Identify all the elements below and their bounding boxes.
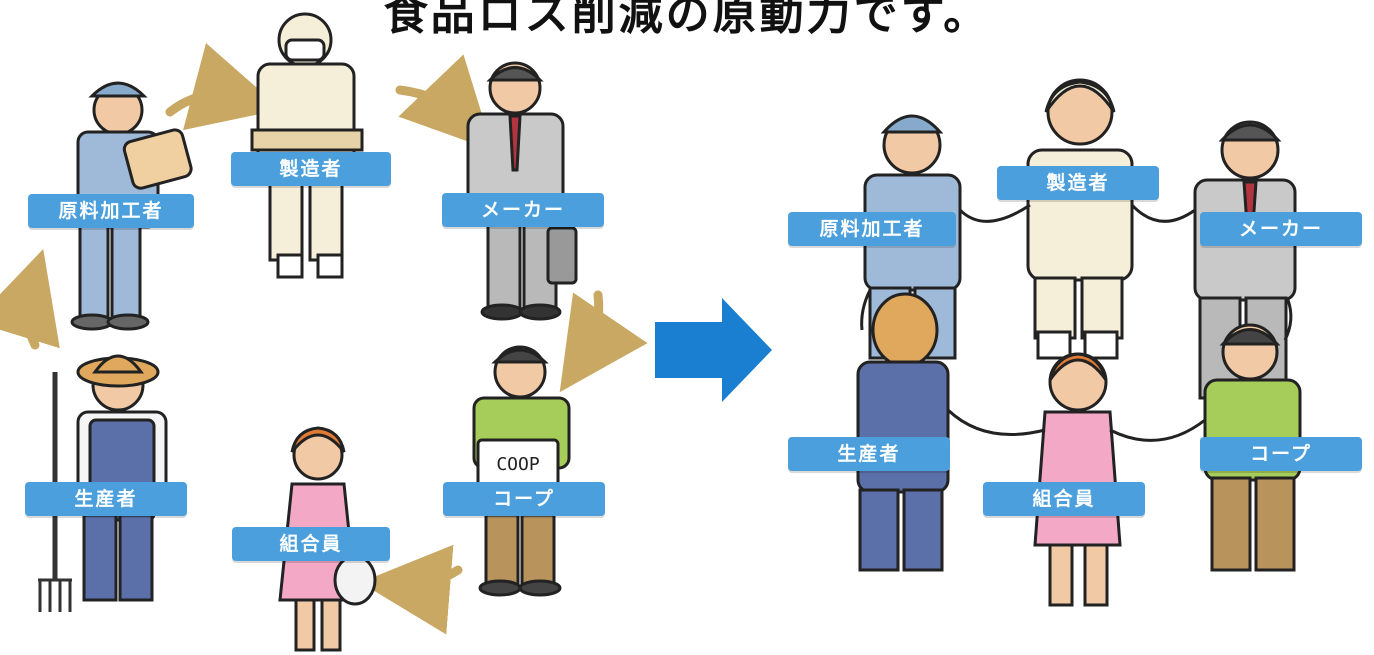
box-text: COOP [496, 454, 540, 475]
label-producer-connected: 生産者 [788, 437, 950, 471]
label-manufacturer-connected: 製造者 [997, 166, 1159, 200]
label-member-connected: 組合員 [983, 482, 1145, 516]
label-maker-connected: メーカー [1200, 212, 1362, 246]
curved-arrow-icon [360, 544, 463, 635]
label-raw-processor: 原料加工者 [28, 194, 194, 228]
page-title: 食品ロス削減の原動力です。 [383, 0, 991, 40]
label-producer: 生産者 [25, 482, 187, 516]
joined-hands [860, 203, 1293, 442]
figure-member-connected [1033, 352, 1122, 607]
label-member: 組合員 [232, 527, 390, 561]
cycle-arrows [0, 43, 648, 635]
curved-arrow-icon [559, 290, 648, 393]
label-manufacturer: 製造者 [231, 152, 391, 186]
curved-arrow-icon [165, 43, 282, 131]
curved-arrow-icon [0, 248, 60, 350]
label-raw-processor-connected: 原料加工者 [788, 212, 956, 246]
figure-coop: COOP [472, 345, 571, 597]
label-coop-connected: コープ [1200, 437, 1362, 471]
curved-arrow-icon [395, 54, 494, 151]
figure-maker [466, 61, 578, 321]
label-coop: コープ [443, 482, 605, 516]
figure-manufacturer [250, 12, 364, 279]
figure-manufacturer-connected [1026, 78, 1134, 360]
right-arrow-icon [655, 298, 772, 402]
label-maker: メーカー [442, 193, 604, 227]
